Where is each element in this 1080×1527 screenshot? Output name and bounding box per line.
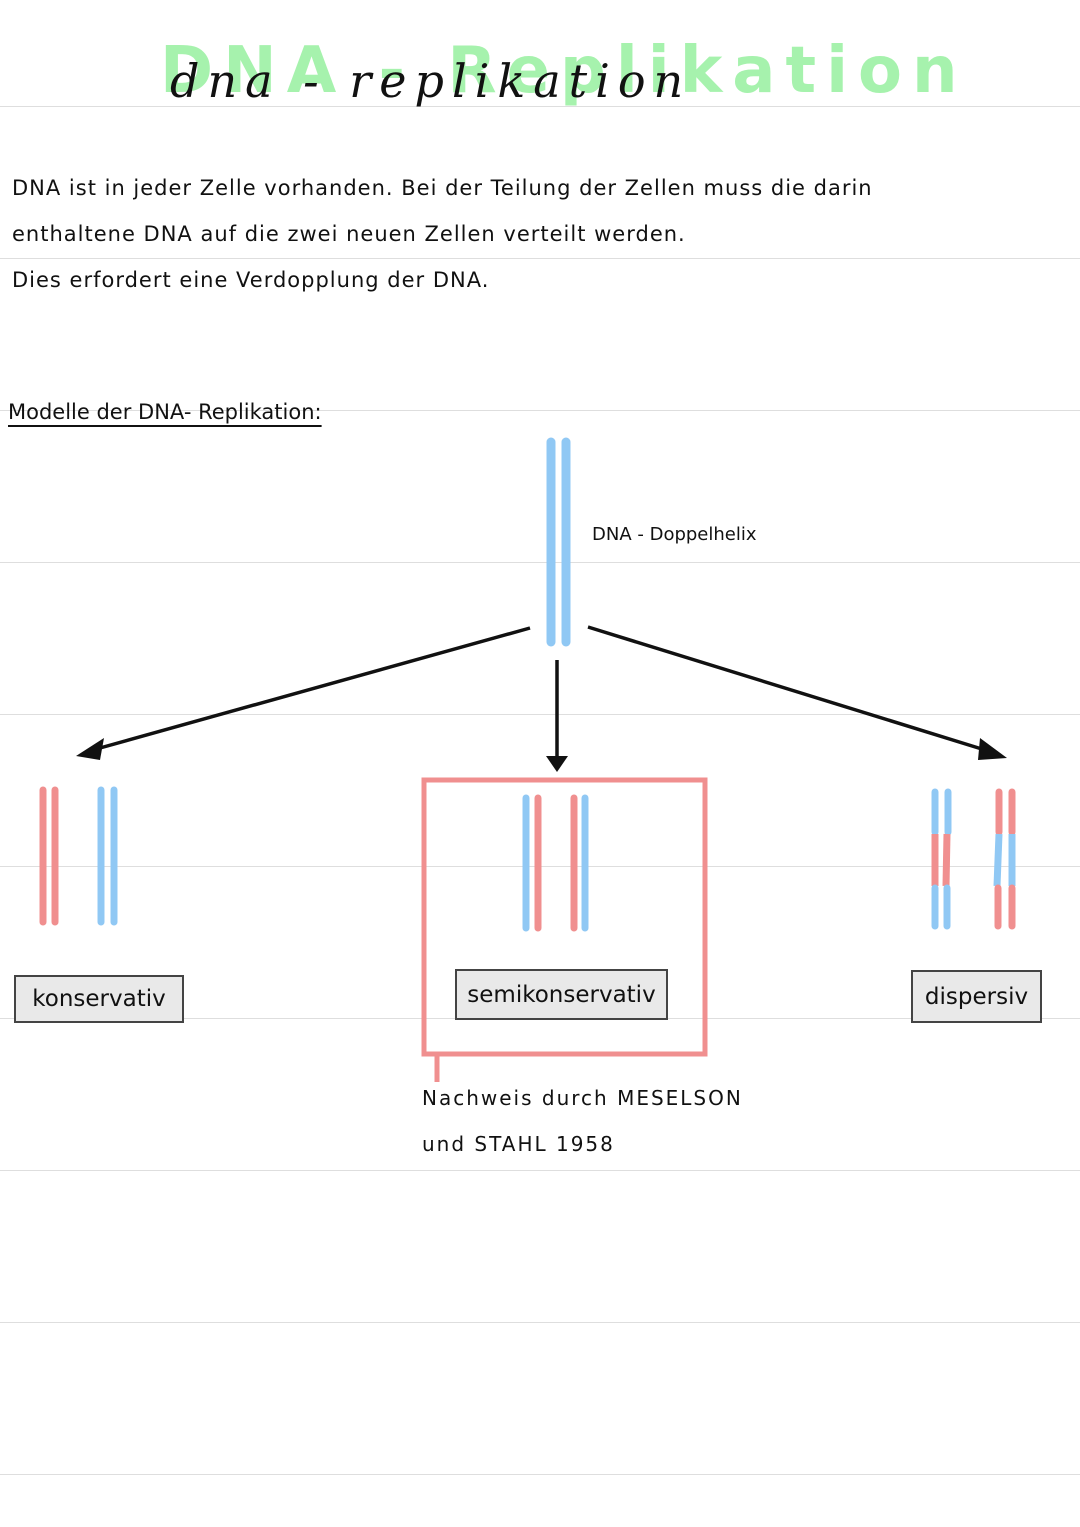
dispersiv-strands (931, 788, 1016, 930)
intro-line-1: DNA ist in jeder Zelle vorhanden. Bei de… (12, 176, 873, 200)
helix-label: DNA - Doppelhelix (592, 524, 757, 545)
title-highlight: DNA - Replikation (160, 34, 968, 108)
title-script: dna - replikation (170, 54, 692, 108)
label-konservativ: konservativ (14, 975, 184, 1023)
semikonservativ-frame (421, 777, 708, 1082)
intro-line-2: enthaltene DNA auf die zwei neuen Zellen… (12, 222, 686, 246)
semikonservativ-strands (522, 794, 589, 932)
label-semikonservativ: semikonservativ (455, 969, 668, 1020)
arrow-to-dispersiv (587, 625, 1007, 760)
proof-note-line-1: Nachweis durch MESELSON (422, 1086, 743, 1110)
konservativ-strands (39, 786, 118, 926)
page-title: DNA - Replikation dna - replikation (160, 34, 958, 124)
arrow-to-konservativ (76, 626, 531, 760)
arrow-to-semikonservativ (546, 660, 568, 772)
intro-line-3: Dies erfordert eine Verdopplung der DNA. (12, 268, 490, 292)
proof-note-line-2: und STAHL 1958 (422, 1132, 615, 1156)
section-heading: Modelle der DNA- Replikation: (8, 400, 322, 424)
label-dispersiv: dispersiv (911, 970, 1042, 1023)
parent-double-helix (546, 437, 571, 647)
